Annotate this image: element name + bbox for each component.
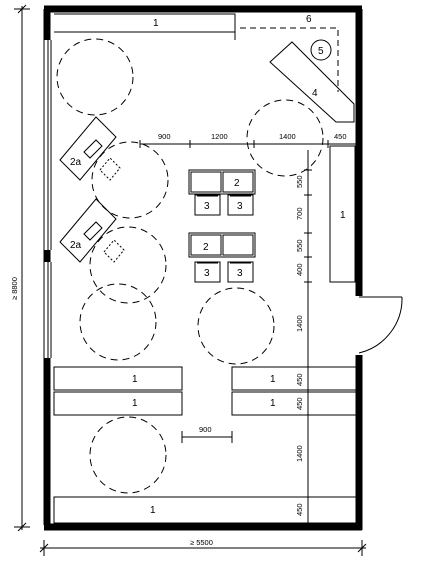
label-desk-upper: 2a	[70, 157, 82, 168]
label-bench-right-lower: 1	[270, 398, 276, 409]
label-desk-lower: 2a	[70, 240, 82, 251]
label-chair-lower-right: 3	[237, 268, 243, 279]
bottom-counter	[53, 496, 357, 524]
right-counter	[329, 145, 356, 283]
desk-2a-lower	[59, 198, 125, 263]
dim-overall-width: ≥ 5500	[190, 538, 213, 547]
dimension-lines	[14, 4, 367, 556]
label-table-lower: 2	[203, 242, 209, 253]
dim-side-550-a: 550	[295, 175, 304, 188]
label-bench-left-lower: 1	[132, 398, 138, 409]
label-angled-4: 4	[312, 88, 318, 99]
clearance-circles	[56, 38, 324, 494]
dim-side-700: 700	[295, 207, 304, 220]
dim-aisle-900: 900	[199, 425, 212, 434]
angled-unit-4	[269, 41, 355, 123]
dim-top-1400: 1400	[279, 132, 296, 141]
window-left	[43, 40, 52, 358]
label-bench-left-upper: 1	[132, 374, 138, 385]
dim-top-450: 450	[334, 132, 347, 141]
sink-5	[310, 39, 332, 61]
label-bottom-counter: 1	[150, 505, 156, 516]
label-counter-6: 6	[306, 14, 312, 25]
label-chair-upper-left: 3	[204, 201, 210, 212]
bench-left-lower	[53, 391, 183, 416]
dim-overall-height: ≥ 8800	[10, 277, 19, 300]
dim-top-900: 900	[158, 132, 171, 141]
dim-side-1400-b: 1400	[295, 445, 304, 462]
label-table-upper: 2	[234, 178, 240, 189]
dim-side-450-a: 450	[295, 373, 304, 386]
dim-side-400: 400	[295, 263, 304, 276]
walls	[43, 5, 363, 531]
door[interactable]	[358, 296, 403, 354]
dim-side-550-b: 550	[295, 239, 304, 252]
counter-top	[54, 13, 236, 40]
bench-left-upper	[53, 366, 183, 391]
label-chair-lower-left: 3	[204, 268, 210, 279]
counter-6	[240, 27, 339, 92]
dim-top-1200: 1200	[211, 132, 228, 141]
label-chair-upper-right: 3	[237, 201, 243, 212]
label-right-counter: 1	[340, 210, 346, 221]
dim-side-450-b: 450	[295, 397, 304, 410]
dim-side-1400-a: 1400	[295, 315, 304, 332]
label-sink-5: 5	[318, 46, 324, 57]
bench-right-upper	[231, 366, 357, 391]
table-group-lower	[188, 232, 256, 283]
label-bench-right-upper: 1	[270, 374, 276, 385]
table-group-upper	[188, 169, 256, 216]
bench-right-lower	[231, 391, 357, 416]
label-counter-top: 1	[153, 18, 159, 29]
desk-2a-upper	[59, 116, 121, 181]
dim-side-450-c: 450	[295, 503, 304, 516]
